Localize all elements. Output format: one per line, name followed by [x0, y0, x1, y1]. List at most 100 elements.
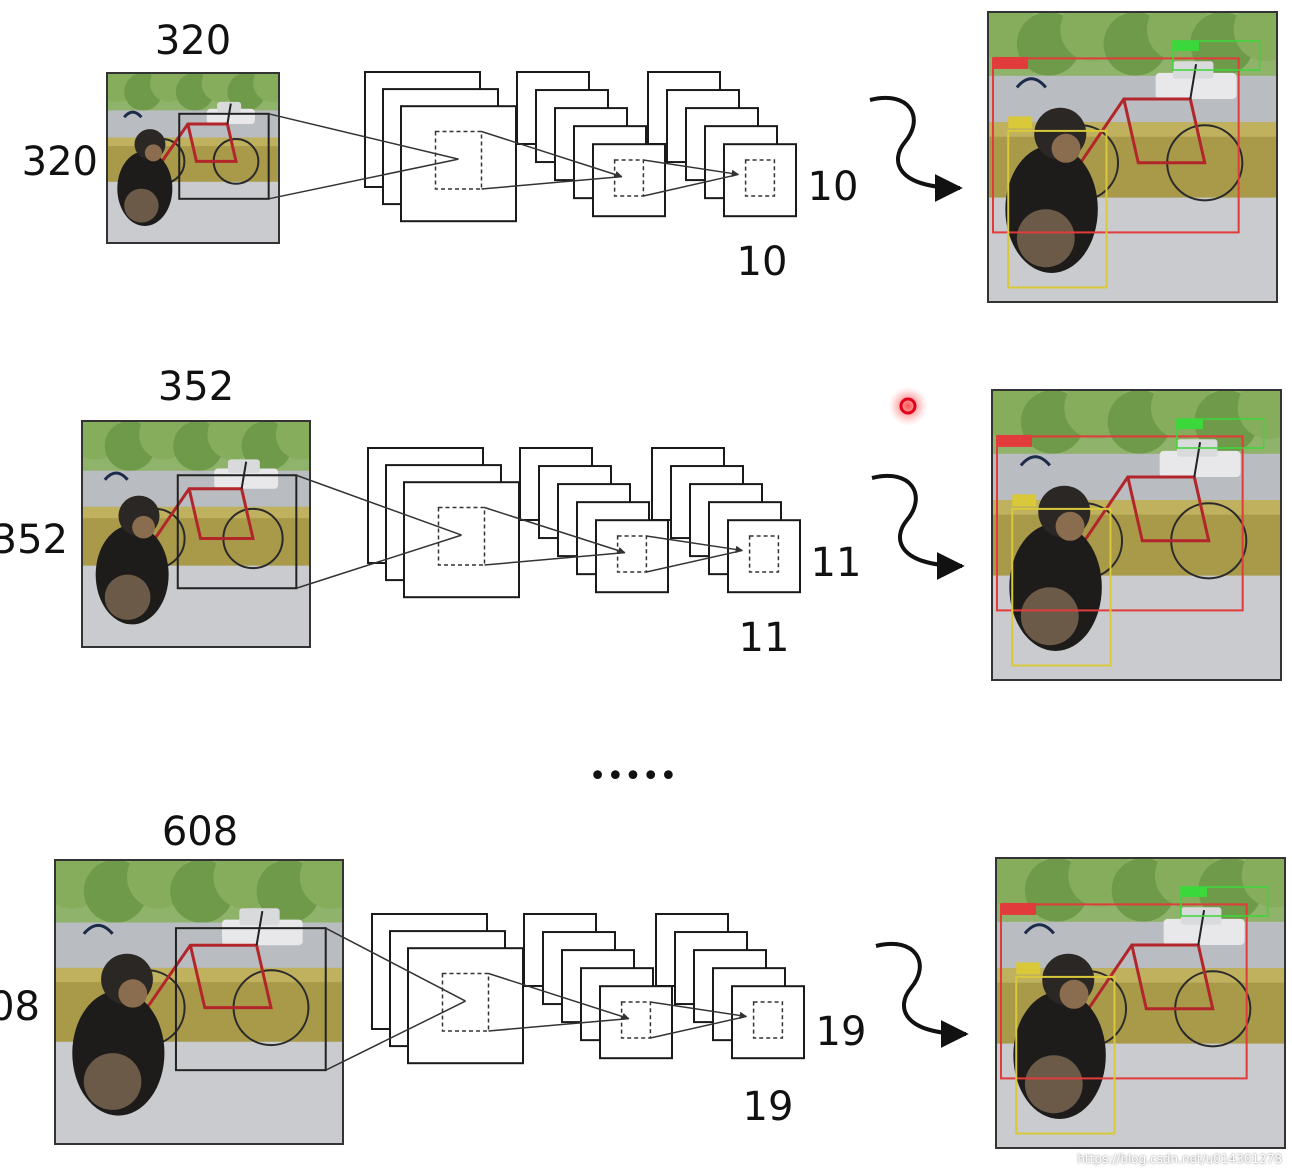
feature-map [731, 985, 805, 1060]
bicycle-box [992, 57, 1240, 234]
input-width-label: 320 [155, 18, 231, 64]
car-box [1172, 40, 1261, 71]
grid-height-label: 10 [737, 239, 788, 285]
input-width-label: 608 [162, 809, 238, 855]
receptive-field [613, 159, 645, 197]
input-height-label: 608 [0, 984, 40, 1030]
input-height-label: 320 [22, 139, 98, 185]
projection-line [481, 130, 623, 179]
feature-map-stack [523, 913, 673, 1060]
grid-height-label: 11 [739, 615, 790, 661]
photo-frame [995, 857, 1286, 1149]
bicycle-tag [1001, 902, 1036, 915]
projection-line [484, 506, 626, 555]
projection-line [643, 159, 740, 178]
feature-map [727, 519, 801, 594]
car-box [1176, 418, 1265, 449]
scale-row-3: 608 608 19 19 [0, 809, 1286, 1149]
feature-map-stack [519, 447, 669, 594]
receptive-field [744, 159, 776, 197]
projection-line [268, 113, 459, 160]
grid-width-label: 10 [808, 164, 859, 210]
dog-box [1015, 975, 1116, 1135]
photo-frame [991, 389, 1282, 681]
receptive-field [437, 506, 486, 566]
photo-scene [82, 421, 310, 647]
projection-line [646, 549, 743, 573]
feature-map-stack [647, 71, 797, 218]
bicycle-tag [993, 56, 1028, 69]
watermark: https://blog.csdn.net/u014301278 [1077, 1152, 1282, 1166]
dog-box [1007, 129, 1108, 289]
projection-line [325, 927, 466, 1002]
feature-map [599, 985, 673, 1060]
photo-scene [992, 390, 1281, 680]
feature-map [723, 143, 797, 218]
photo-frame [106, 72, 280, 244]
scale-row-2: 352 352 11 11 [0, 364, 1282, 681]
projection-line [325, 1000, 466, 1071]
car-tag [1172, 41, 1199, 51]
feature-map [592, 143, 666, 218]
dog-tag [1016, 962, 1041, 975]
photo-scene [55, 860, 343, 1144]
scale-row-1: 320 320 10 10 [22, 11, 1278, 303]
photo-scene [988, 12, 1277, 302]
projection-line [481, 175, 622, 190]
dog-tag [1012, 494, 1037, 507]
receptive-field [620, 1001, 652, 1039]
projection-line [488, 972, 630, 1021]
feature-map-stack [516, 71, 666, 218]
ellipsis: ••••• [589, 759, 677, 794]
input-width-label: 352 [158, 364, 234, 410]
projection-line [488, 1017, 629, 1032]
grid-width-label: 11 [811, 540, 862, 586]
projection-line [296, 534, 462, 589]
output-arrow [869, 96, 963, 202]
output-arrow [875, 942, 969, 1048]
projection-line [650, 1001, 748, 1020]
bicycle-tag [997, 434, 1032, 447]
grid-width-label: 19 [816, 1009, 867, 1055]
photo-scene [996, 858, 1285, 1148]
output-arrow [871, 474, 965, 580]
photo-frame [987, 11, 1278, 303]
projection-line [268, 158, 459, 200]
feature-map-stack [364, 71, 517, 223]
bicycle-box [996, 435, 1244, 612]
receptive-field [748, 535, 780, 573]
photo-frame [54, 859, 344, 1145]
projection-line [643, 173, 739, 197]
bicycle-box [1000, 903, 1248, 1080]
feature-map-stack [367, 447, 520, 599]
feature-map-stack [651, 447, 801, 594]
car-box [1180, 886, 1269, 917]
photo-scene [107, 73, 279, 243]
car-tag [1180, 887, 1207, 897]
feature-map [403, 481, 520, 599]
feature-map [407, 947, 524, 1065]
projection-line [650, 1015, 747, 1039]
input-window [178, 112, 270, 200]
pointer-dot [888, 386, 928, 426]
dog-tag [1008, 116, 1033, 129]
feature-map-stack [655, 913, 805, 1060]
projection-line [296, 474, 462, 536]
grid-height-label: 19 [743, 1084, 794, 1130]
projection-line [484, 551, 625, 566]
projection-line [646, 535, 744, 554]
feature-map [400, 105, 517, 223]
photo-frame [81, 420, 311, 648]
receptive-field [752, 1001, 784, 1039]
receptive-field [441, 972, 490, 1032]
feature-map-stack [371, 913, 524, 1065]
input-window [174, 927, 327, 1072]
input-height-label: 352 [0, 517, 68, 563]
receptive-field [434, 130, 483, 190]
dog-box [1011, 507, 1112, 667]
receptive-field [616, 535, 648, 573]
input-window [176, 474, 298, 590]
feature-map [595, 519, 669, 594]
car-tag [1176, 419, 1203, 429]
